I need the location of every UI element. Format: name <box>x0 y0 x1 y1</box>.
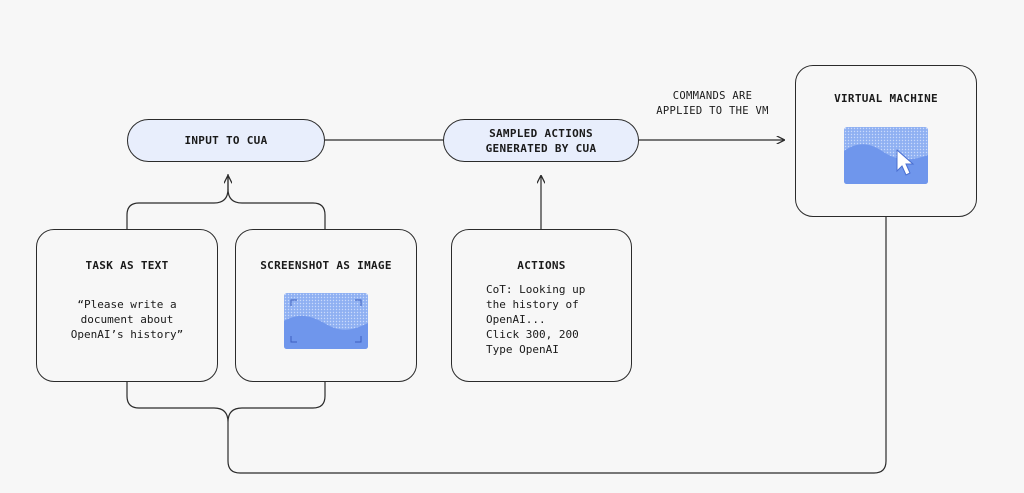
screenshot-as-image-title: SCREENSHOT AS IMAGE <box>260 259 392 272</box>
actions-node: ACTIONS CoT: Looking up the history of O… <box>451 229 632 382</box>
sampled-actions-label: SAMPLED ACTIONS GENERATED BY CUA <box>485 126 597 155</box>
edge-vm-loop <box>227 216 887 474</box>
virtual-machine-node: VIRTUAL MACHINE <box>795 65 977 217</box>
edge-inputs-brace <box>126 174 326 230</box>
commands-label: COMMANDS ARE APPLIED TO THE VM <box>656 90 769 117</box>
actions-title: ACTIONS <box>517 259 566 272</box>
actions-body: CoT: Looking up the history of OpenAI...… <box>486 283 586 356</box>
screenshot-as-image-node: SCREENSHOT AS IMAGE <box>235 229 417 382</box>
input-to-cua-label: INPUT TO CUA <box>184 134 268 147</box>
sampled-actions-node: SAMPLED ACTIONS GENERATED BY CUA <box>443 119 639 162</box>
task-as-text-node: TASK AS TEXT “Please write a document ab… <box>36 229 218 382</box>
task-as-text-title: TASK AS TEXT <box>85 259 169 272</box>
task-as-text-body: “Please write a document about OpenAI’s … <box>70 298 184 341</box>
vm-screen-icon <box>844 127 928 184</box>
cursor-icon <box>896 148 915 176</box>
input-to-cua-node: INPUT TO CUA <box>127 119 325 162</box>
screenshot-image-icon <box>284 293 368 349</box>
edge-bottom-brace <box>126 382 326 423</box>
crop-corners-icon <box>290 299 362 343</box>
virtual-machine-title: VIRTUAL MACHINE <box>834 92 938 105</box>
